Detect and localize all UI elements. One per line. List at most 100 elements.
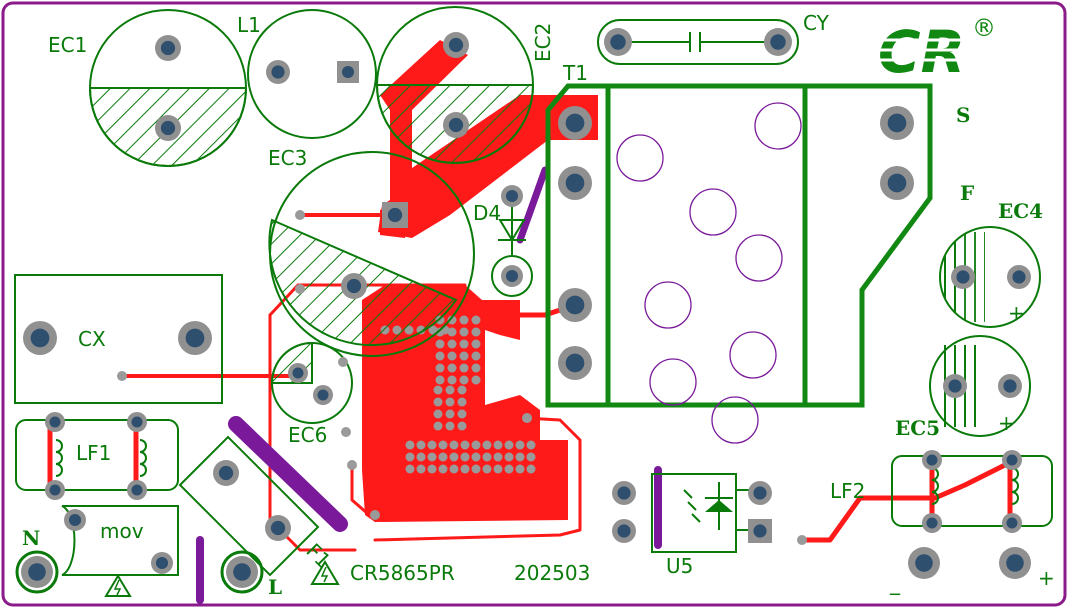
d4-pad: [501, 185, 523, 207]
test-via: [295, 210, 305, 220]
svg-text:CR: CR: [878, 18, 965, 86]
ec5-plus-label: +: [998, 411, 1015, 435]
l1-pad: [266, 60, 290, 84]
ec4-pad: [951, 265, 975, 289]
via: [438, 464, 448, 474]
ec3-pad: [382, 202, 408, 228]
ec6-label: EC6: [288, 423, 327, 447]
via: [405, 452, 415, 462]
via: [433, 385, 443, 395]
via: [459, 375, 469, 385]
via: [445, 385, 455, 395]
cx-pad: [23, 321, 57, 355]
d4-label: D4: [473, 201, 501, 225]
lf2-pad: [1002, 513, 1022, 533]
via: [445, 397, 455, 407]
minus-terminal-label: _: [889, 571, 901, 595]
u5-label: U5: [666, 554, 693, 578]
via: [459, 315, 469, 325]
d4-diode: D4: [473, 200, 533, 297]
f1-pad: [213, 460, 239, 486]
lf1-pad: [45, 480, 65, 500]
ec4-plus-label: +: [1008, 301, 1025, 325]
via: [459, 339, 469, 349]
via: [435, 375, 445, 385]
via: [515, 440, 525, 450]
via: [435, 351, 445, 361]
via: [471, 440, 481, 450]
cy-label: CY: [803, 11, 830, 35]
via: [471, 327, 481, 337]
warning-icon: [310, 560, 340, 585]
lf1-pad: [127, 480, 147, 500]
plus-terminal-pad: [999, 547, 1031, 579]
plus-terminal-label: +: [1038, 566, 1055, 590]
lf2-pad: [1002, 450, 1022, 470]
t1-pad: [558, 106, 592, 140]
via: [449, 464, 459, 474]
via: [433, 421, 443, 431]
via: [459, 363, 469, 373]
t1-pad: [880, 106, 914, 140]
f-label: F: [960, 181, 974, 205]
via: [471, 339, 481, 349]
s-label: S: [956, 103, 970, 127]
via: [438, 440, 448, 450]
lf2-pad: [922, 450, 942, 470]
d4-pad: [501, 265, 523, 287]
l1-inductor: L1: [237, 9, 377, 139]
lf2-filter: LF2 _ +: [830, 455, 1055, 595]
ec6-pad: [288, 363, 308, 383]
via: [447, 315, 457, 325]
via: [405, 464, 415, 474]
via: [447, 351, 457, 361]
ec2-pad: [443, 32, 469, 58]
via: [526, 464, 536, 474]
f1-pad: [265, 515, 291, 541]
via: [471, 375, 481, 385]
test-via: [117, 371, 127, 381]
via: [482, 452, 492, 462]
ec1-pad: [155, 115, 181, 141]
via: [416, 452, 426, 462]
via: [504, 440, 514, 450]
footer: CR5865PR 202503 N L: [22, 526, 590, 599]
via: [416, 440, 426, 450]
test-via: [295, 284, 305, 294]
via: [493, 452, 503, 462]
lf2-pad: [922, 513, 942, 533]
via: [526, 452, 536, 462]
via: [435, 363, 445, 373]
via: [459, 327, 469, 337]
ec5-label: EC5: [895, 416, 940, 440]
ec5-pad: [943, 374, 967, 398]
n-terminal-label: N: [22, 526, 40, 550]
u5-pad: [612, 519, 636, 543]
u5-pad: [748, 519, 772, 543]
ec6-pad: [313, 385, 333, 405]
via: [457, 397, 467, 407]
t1-pad: [558, 166, 592, 200]
via: [471, 363, 481, 373]
via: [460, 440, 470, 450]
via: [459, 351, 469, 361]
t1-label: T1: [562, 61, 588, 85]
part-number: CR5865PR: [350, 561, 455, 585]
test-via: [341, 427, 351, 437]
via: [504, 452, 514, 462]
via: [471, 315, 481, 325]
pads: [15, 28, 1031, 594]
cy-pad: [604, 28, 632, 56]
mov-pad: [64, 509, 86, 531]
mov-label: mov: [100, 519, 144, 543]
test-via: [797, 535, 807, 545]
via: [445, 421, 455, 431]
n-terminal-ring: [15, 550, 59, 594]
via: [457, 421, 467, 431]
via: [457, 385, 467, 395]
l1-pad: [337, 61, 359, 83]
via: [515, 464, 525, 474]
logo-icon: CR ®: [875, 14, 996, 86]
f1-label: F1: [301, 539, 335, 573]
lf2-label: LF2: [830, 479, 865, 503]
